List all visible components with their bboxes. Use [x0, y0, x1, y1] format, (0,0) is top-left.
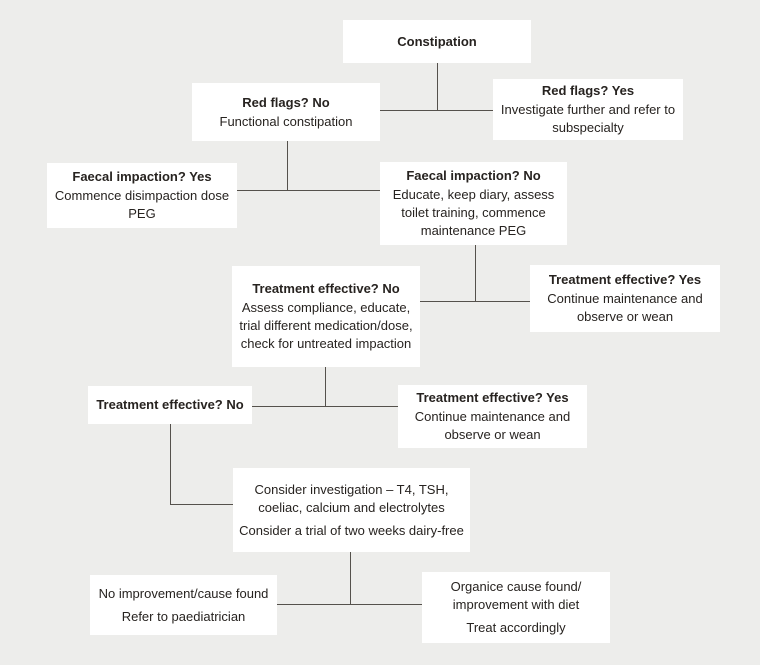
node-title: Faecal impaction? No — [406, 168, 541, 183]
node-body: Assess compliance, educate, trial differ… — [239, 300, 413, 351]
node-body: Investigate further and refer to subspec… — [500, 102, 676, 135]
node-body: Commence disimpaction dose PEG — [54, 188, 230, 221]
node-consider-investigation: Consider investigation – T4, TSH, coelia… — [233, 468, 470, 552]
node-body: Organice cause found/ improvement with d… — [450, 579, 582, 612]
edge-constipation-down-vertical — [437, 63, 438, 111]
node-title: Faecal impaction? Yes — [72, 169, 212, 184]
edge-redflagsno-down-vertical — [287, 141, 288, 190]
node-treatment-effective-no-1: Treatment effective? No Assess complianc… — [232, 266, 420, 367]
node-body: No improvement/cause found — [98, 585, 269, 601]
edge-treatment1-horizontal — [420, 301, 530, 302]
node-constipation: Constipation — [343, 20, 531, 63]
node-treatment-effective-yes-2: Treatment effective? Yes Continue mainte… — [398, 385, 587, 448]
node-red-flags-yes: Red flags? Yes Investigate further and r… — [493, 79, 683, 140]
edge-outcome-horizontal — [277, 604, 422, 605]
node-body: Functional constipation — [219, 113, 353, 129]
edge-treatmentno1-down-vertical — [325, 367, 326, 407]
node-body: Continue maintenance and observe or wean — [547, 291, 703, 324]
edge-redflags-horizontal — [380, 110, 493, 111]
edge-faecal-horizontal — [237, 190, 380, 191]
node-body: Consider a trial of two weeks dairy-free — [239, 522, 464, 538]
node-no-improvement: No improvement/cause found Refer to paed… — [90, 575, 277, 635]
node-title: Treatment effective? Yes — [416, 390, 569, 405]
node-title: Red flags? No — [242, 94, 330, 110]
node-body: Refer to paediatrician — [121, 608, 246, 624]
node-treatment-effective-yes-1: Treatment effective? Yes Continue mainte… — [530, 265, 720, 332]
node-faecal-impaction-no: Faecal impaction? No Educate, keep diary… — [380, 162, 567, 245]
node-body: Consider investigation – T4, TSH, coelia… — [254, 481, 449, 515]
edge-treatment2-horizontal — [252, 406, 398, 407]
node-faecal-impaction-yes: Faecal impaction? Yes Commence disimpact… — [47, 163, 237, 228]
node-body: Continue maintenance and observe or wean — [414, 409, 571, 442]
node-title: Treatment effective? No — [96, 397, 244, 412]
edge-consider-down-vertical — [350, 552, 351, 605]
node-body: Treat accordingly — [466, 620, 566, 635]
edge-treatmentno2-elbow-horizontal — [170, 504, 233, 505]
node-treatment-effective-no-2: Treatment effective? No — [88, 386, 252, 424]
node-organic-cause-found: Organice cause found/ improvement with d… — [422, 572, 610, 643]
edge-treatmentno2-down-vertical — [170, 424, 171, 505]
node-title: Treatment effective? Yes — [548, 272, 702, 287]
node-title: Constipation — [397, 33, 477, 49]
node-body: Educate, keep diary, assess toilet train… — [392, 187, 555, 238]
node-red-flags-no: Red flags? No Functional constipation — [192, 83, 380, 141]
node-title: Treatment effective? No — [252, 281, 400, 296]
node-title: Red flags? Yes — [541, 83, 635, 98]
edge-faecalno-down-vertical — [475, 245, 476, 302]
